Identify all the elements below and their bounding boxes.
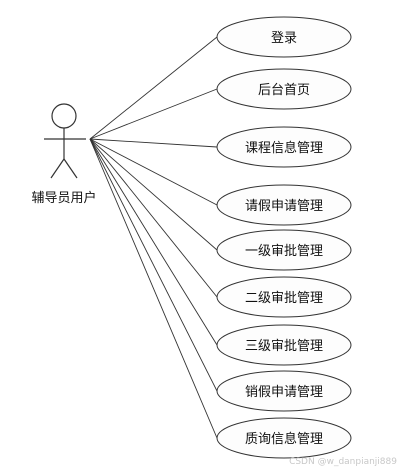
use-case-label: 登录 [271,31,297,46]
use-case-label: 课程信息管理 [245,140,323,156]
use-case-label: 销假申请管理 [245,385,323,400]
use-case-ellipse [216,370,352,412]
association-line [89,138,218,392]
association-line [89,138,218,251]
association-line [89,138,218,148]
use-case: 销假申请管理 [216,370,352,412]
association-line [89,138,218,346]
use-case-ellipse [216,126,352,168]
actor-head [51,103,77,129]
use-case: 后台首页 [216,68,352,110]
use-case-ellipse [216,229,352,271]
use-case: 质询信息管理 [216,417,352,459]
use-case-ellipse [216,184,352,226]
watermark: CSDN @w_danpianji889 [289,457,397,467]
use-case-label: 请假申请管理 [245,199,323,214]
actor-label: 辅导员用户 [31,190,96,206]
association-line [89,36,218,140]
use-case-ellipse [216,324,352,366]
use-case: 请假申请管理 [216,184,352,226]
association-lines [89,36,218,439]
use-case-label: 一级审批管理 [245,244,323,259]
use-case-group: 登录后台首页课程信息管理请假申请管理一级审批管理二级审批管理三级审批管理销假申请… [216,16,352,459]
use-case-ellipse [216,16,352,58]
use-case-label: 三级审批管理 [245,339,323,354]
use-case: 登录 [216,16,352,58]
actor-right-leg [63,158,78,179]
use-case: 三级审批管理 [216,324,352,366]
use-case-label: 质询信息管理 [245,431,323,447]
use-case: 二级审批管理 [216,276,352,318]
use-case-label: 后台首页 [258,83,310,98]
actor-left-leg [50,158,65,179]
use-case-ellipse [216,417,352,459]
association-line [89,138,218,206]
use-case-label: 二级审批管理 [245,291,323,306]
association-line [89,138,218,298]
use-case: 课程信息管理 [216,126,352,168]
association-line [89,138,218,439]
association-line [89,88,218,140]
actor-figure: 辅导员用户 [31,103,97,206]
use-case: 一级审批管理 [216,229,352,271]
use-case-ellipse [216,276,352,318]
use-case-ellipse [216,68,352,110]
